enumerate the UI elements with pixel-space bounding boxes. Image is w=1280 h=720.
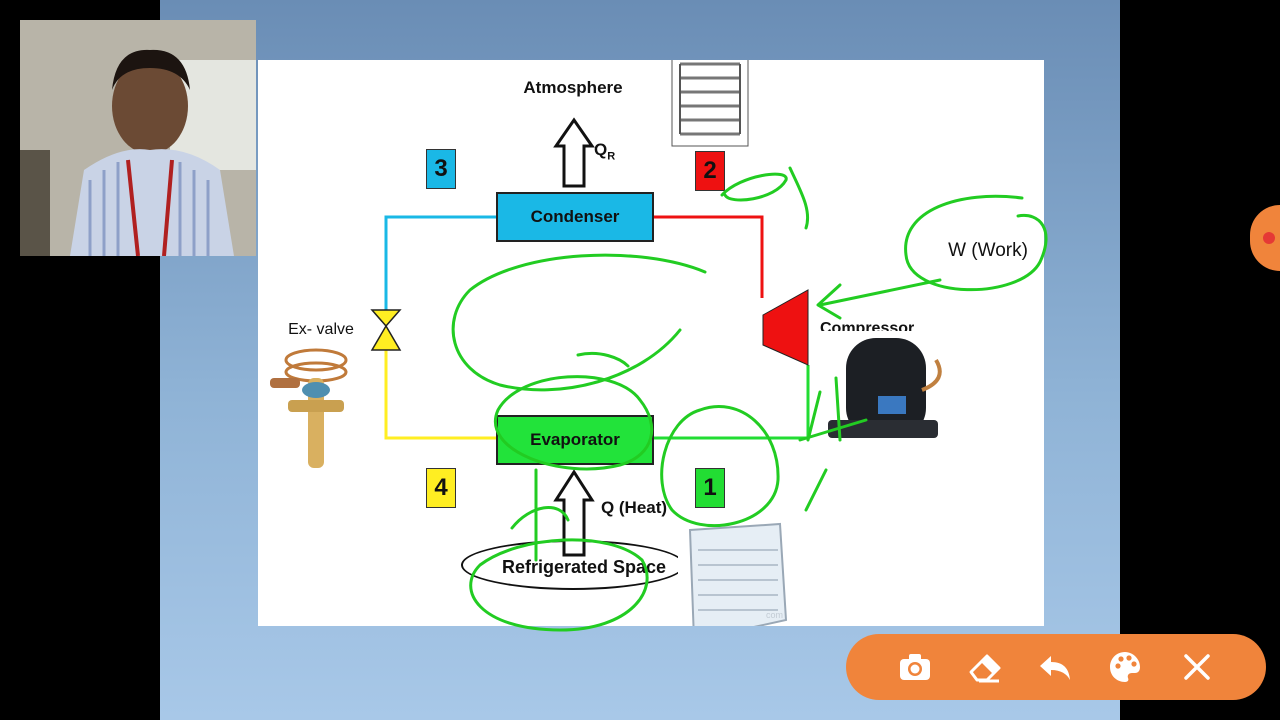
qr-subscript: R: [607, 150, 616, 163]
head: [112, 58, 188, 154]
annotation-toolbar: [846, 634, 1266, 700]
screenshot-button[interactable]: [890, 642, 940, 692]
side-menu-button[interactable]: [1250, 205, 1280, 271]
line-3-to-valve: [384, 215, 496, 310]
exvalve-symbol-bottom: [370, 324, 402, 351]
state-point-3: 3: [426, 149, 456, 189]
close-button[interactable]: [1172, 642, 1222, 692]
line-2-to-condenser: [654, 215, 764, 298]
state-point-4: 4: [426, 468, 456, 508]
evaporator-image: com: [678, 515, 794, 626]
slide-canvas: Atmosphere QR Condenser Evaporator 3 2 4…: [258, 60, 1044, 626]
heat-label: Q (Heat): [600, 498, 668, 517]
hair: [112, 49, 190, 90]
exvalve-image: [270, 348, 348, 468]
close-icon: [1184, 654, 1210, 680]
lanyard: [126, 159, 174, 256]
undo-icon: [1040, 656, 1070, 680]
eraser-icon: [969, 654, 1001, 683]
color-palette-button[interactable]: [1100, 642, 1150, 692]
condenser-label: Condenser: [530, 207, 620, 226]
evaporator-image-watermark: com: [766, 610, 783, 620]
line-1-to-compressor: [654, 365, 810, 440]
camera-icon: [900, 654, 930, 680]
palette-icon: [1110, 652, 1140, 682]
eraser-button[interactable]: [960, 642, 1010, 692]
heat-arrow: [553, 469, 595, 557]
condenser-box: Condenser: [496, 192, 654, 242]
presenter-video: [20, 20, 256, 256]
undo-button[interactable]: [1030, 642, 1080, 692]
condenser-coil-image: [671, 60, 749, 147]
cycle-diagram: com: [270, 60, 942, 626]
compressor-label: Compressor: [820, 322, 930, 331]
qr-letter: Q: [594, 140, 608, 159]
atmosphere-label: Atmosphere: [523, 78, 623, 97]
qr-label: QR: [594, 140, 615, 162]
webcam-feed: [20, 20, 256, 256]
qr-arrow: [553, 117, 595, 188]
doorway: [20, 150, 50, 256]
compressor-text: Compressor: [820, 322, 915, 331]
state-point-2: 2: [695, 151, 725, 191]
record-dot-icon: [1263, 232, 1275, 244]
exvalve-symbol-top: [370, 309, 402, 328]
line-valve-to-4: [384, 340, 496, 440]
compressor-symbol: [762, 289, 809, 366]
shirt-stripes: [88, 162, 210, 256]
compressor-image: [828, 338, 942, 438]
exvalve-label: Ex- valve: [288, 321, 354, 338]
